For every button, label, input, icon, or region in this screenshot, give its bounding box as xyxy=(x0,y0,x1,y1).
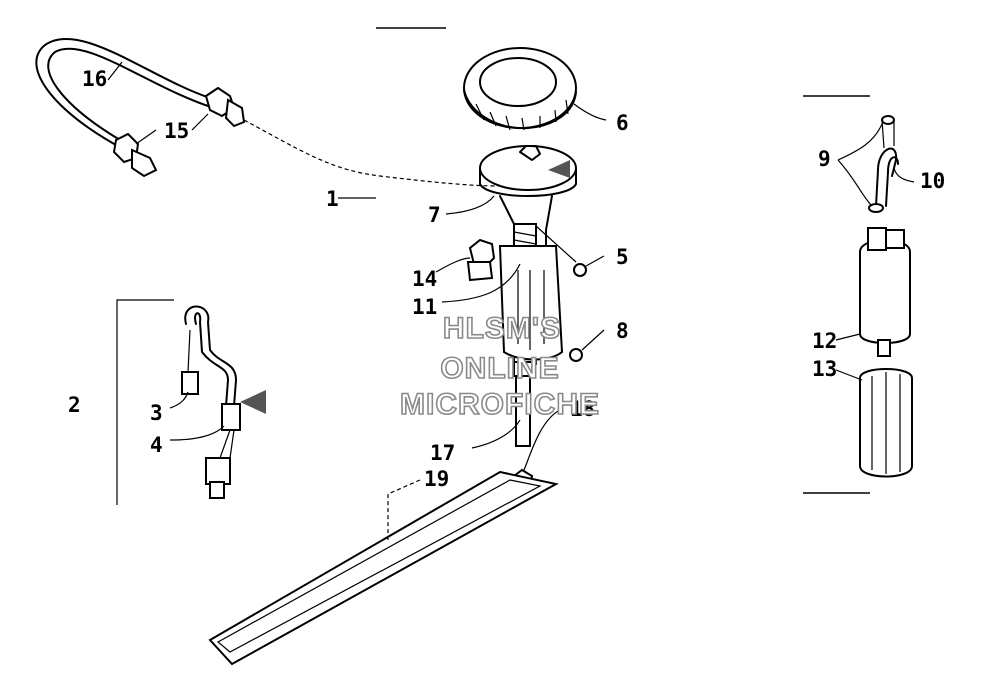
leader-9 xyxy=(837,123,883,207)
callout-18: 18 xyxy=(570,397,595,421)
leader-16 xyxy=(107,61,123,81)
leader-17 xyxy=(471,419,521,449)
callout-17: 17 xyxy=(430,441,455,465)
arrow-marker-left xyxy=(240,390,266,414)
callout-12: 12 xyxy=(812,329,837,353)
callout-9: 9 xyxy=(818,147,831,171)
part-6-lock-ring xyxy=(463,47,577,131)
part-10-hose xyxy=(875,115,899,207)
watermark-line-3: MICROFICHE xyxy=(400,388,600,421)
part-7-pump-flange xyxy=(479,145,577,197)
watermark-line-1: HLSM'S xyxy=(443,312,561,345)
callout-7: 7 xyxy=(428,203,441,227)
part-13-pump-sleeve xyxy=(859,368,913,478)
watermark-line-2: ONLINE xyxy=(440,352,559,385)
part-12-fuel-pump xyxy=(859,227,911,357)
part-19-sender-strip xyxy=(208,470,559,666)
callout-2: 2 xyxy=(68,393,81,417)
part-3-wire-harness xyxy=(181,305,237,407)
part-16-hose xyxy=(35,37,215,151)
hose-connection-dashed-line xyxy=(243,119,499,187)
callout-8: 8 xyxy=(616,319,629,343)
part-5-nut xyxy=(573,263,587,277)
callout-13: 13 xyxy=(812,357,837,381)
callout-10: 10 xyxy=(920,169,945,193)
callout-1: 1 xyxy=(326,187,339,211)
leader-15 xyxy=(135,113,209,145)
leader-14 xyxy=(435,257,471,273)
callout-3: 3 xyxy=(150,401,163,425)
callout-5: 5 xyxy=(616,245,629,269)
callout-6: 6 xyxy=(616,111,629,135)
leader-3 xyxy=(169,391,189,409)
callout-4: 4 xyxy=(150,433,163,457)
leader-18 xyxy=(523,409,561,471)
leader-5 xyxy=(535,225,605,267)
part-9-clamp xyxy=(868,203,884,213)
leader-4 xyxy=(169,425,225,441)
callout-11: 11 xyxy=(412,295,437,319)
part-15-fittings xyxy=(112,86,246,178)
leader-10 xyxy=(893,167,915,183)
part-14-fitting xyxy=(466,238,496,282)
leader-7 xyxy=(445,195,495,215)
callout-15: 15 xyxy=(164,119,189,143)
leader-12 xyxy=(835,333,861,341)
part-4-connector xyxy=(205,403,241,499)
callout-14: 14 xyxy=(412,267,437,291)
part-17-rod xyxy=(513,361,533,447)
callout-16: 16 xyxy=(82,67,107,91)
leader-13 xyxy=(835,369,863,381)
part-1-pump-assembly xyxy=(498,195,564,365)
part-8-nut xyxy=(569,348,583,362)
leader-6 xyxy=(573,103,607,121)
callout-19: 19 xyxy=(424,467,449,491)
leader-19-dashed xyxy=(387,479,421,540)
leader-11 xyxy=(441,263,521,303)
group-bracket-2 xyxy=(116,299,174,505)
leader-8 xyxy=(581,329,605,351)
